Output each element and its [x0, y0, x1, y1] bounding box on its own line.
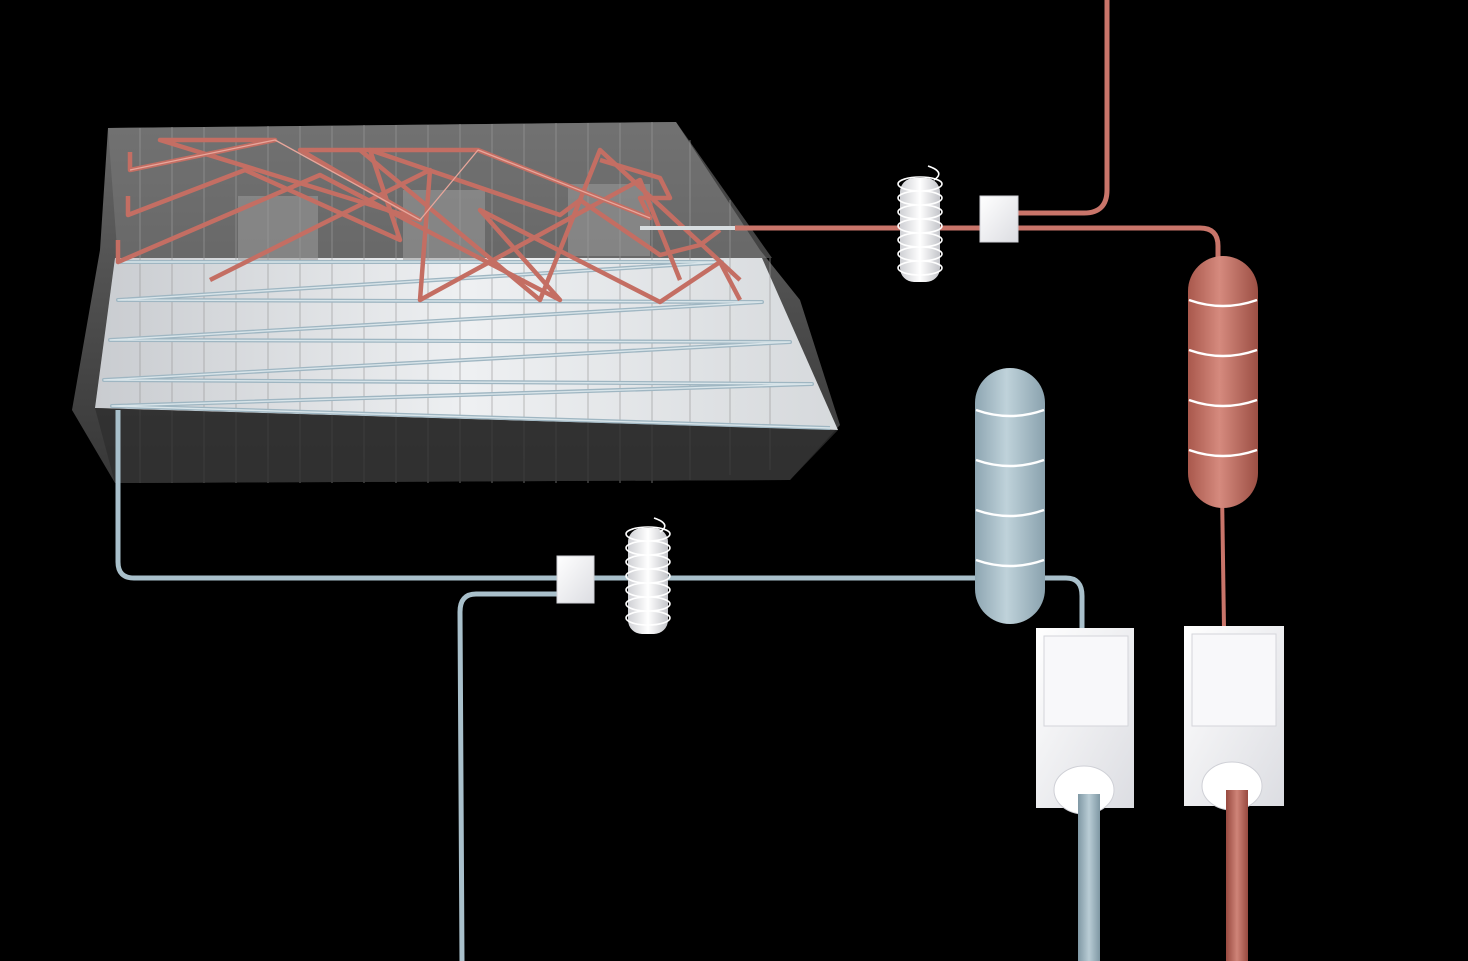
heat-exchanger-icon — [626, 518, 670, 634]
hot-supply-pipe — [1000, 0, 1107, 213]
pump-unit-icon — [1036, 628, 1134, 961]
valve-box-icon — [557, 556, 594, 603]
storage-tank-icon — [975, 368, 1045, 624]
pump-unit-icon — [1184, 626, 1284, 961]
storage-tank-icon — [1188, 256, 1258, 508]
heat-exchanger-icon — [898, 166, 942, 282]
cold-supply-pipe — [460, 594, 560, 961]
hot-loop-pipe — [735, 228, 1218, 262]
valve-box-icon — [980, 196, 1018, 242]
hot-riser-pipe — [1222, 490, 1224, 628]
